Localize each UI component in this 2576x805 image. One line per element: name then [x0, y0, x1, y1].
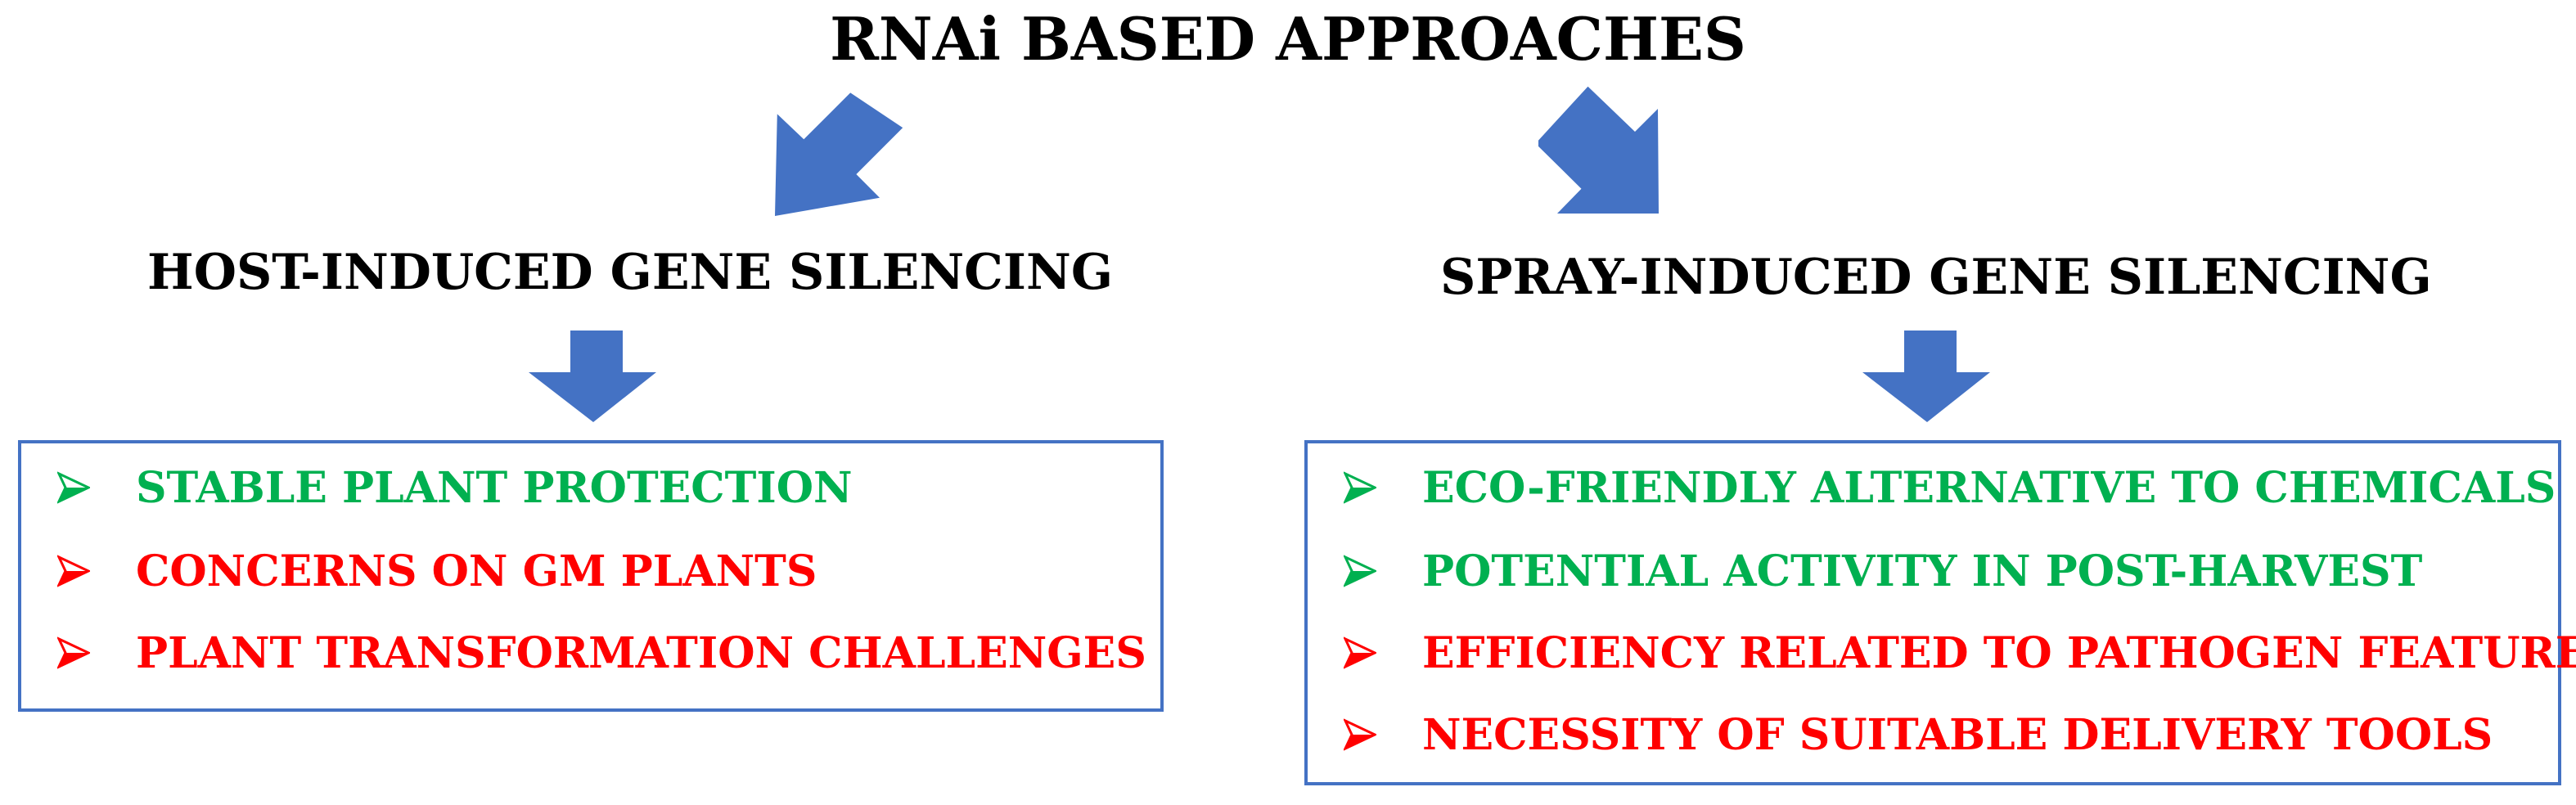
- branch-title-host-induced: HOST-INDUCED GENE SILENCING: [147, 244, 1114, 301]
- list-item: CONCERNS ON GM PLANTS: [57, 538, 817, 604]
- list-item: POTENTIAL ACTIVITY IN POST-HARVEST: [1344, 538, 2422, 604]
- arrow-down-right-icon: [1538, 86, 1659, 214]
- arrow-down-icon: [1862, 331, 1990, 422]
- item-label: ECO-FRIENDLY ALTERNATIVE TO CHEMICALS: [1422, 462, 2556, 513]
- item-label: CONCERNS ON GM PLANTS: [136, 546, 817, 596]
- spray-induced-summary-box: ECO-FRIENDLY ALTERNATIVE TO CHEMICALS PO…: [1304, 440, 2576, 785]
- diagram-title: RNAi BASED APPROACHES: [830, 4, 1746, 74]
- arrowhead-bullet-icon: [57, 636, 90, 669]
- arrow-down-icon: [529, 331, 656, 422]
- arrowhead-bullet-icon: [1344, 471, 1376, 504]
- list-item: STABLE PLANT PROTECTION: [57, 455, 853, 520]
- arrowhead-bullet-icon: [1344, 636, 1376, 669]
- list-item: NECESSITY OF SUITABLE DELIVERY TOOLS: [1344, 702, 2493, 767]
- item-label: PLANT TRANSFORMATION CHALLENGES: [136, 627, 1146, 678]
- host-induced-summary-box: STABLE PLANT PROTECTION CONCERNS ON GM P…: [18, 440, 1164, 712]
- item-label: EFFICIENCY RELATED TO PATHOGEN FEATURES: [1422, 627, 2576, 678]
- item-label: POTENTIAL ACTIVITY IN POST-HARVEST: [1422, 546, 2423, 596]
- list-item: EFFICIENCY RELATED TO PATHOGEN FEATURES: [1344, 620, 2576, 686]
- arrow-down-left-icon: [775, 92, 903, 217]
- arrowhead-bullet-icon: [57, 555, 90, 587]
- branch-title-spray-induced: SPRAY-INDUCED GENE SILENCING: [1440, 249, 2432, 306]
- item-label: NECESSITY OF SUITABLE DELIVERY TOOLS: [1422, 709, 2493, 760]
- arrowhead-bullet-icon: [1344, 718, 1376, 751]
- arrowhead-bullet-icon: [57, 471, 90, 504]
- list-item: PLANT TRANSFORMATION CHALLENGES: [57, 620, 1146, 686]
- arrowhead-bullet-icon: [1344, 555, 1376, 587]
- item-label: STABLE PLANT PROTECTION: [136, 462, 853, 513]
- list-item: ECO-FRIENDLY ALTERNATIVE TO CHEMICALS: [1344, 455, 2556, 520]
